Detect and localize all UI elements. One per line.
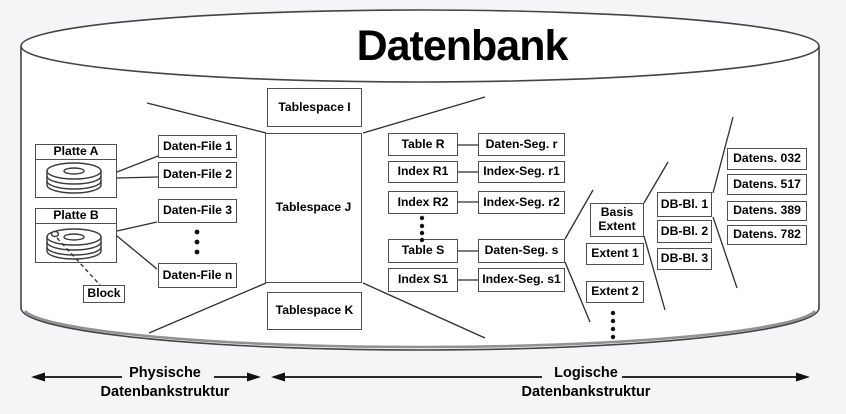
extent-1-box: Extent 1 — [586, 243, 644, 265]
daten-seg-s-box: Daten-Seg. s — [478, 239, 565, 263]
db-block-1-box: DB-Bl. 1 — [657, 192, 712, 217]
table-r-box: Table R — [388, 133, 458, 156]
disk-b-box: Platte B — [35, 208, 117, 263]
index-seg-s1-box: Index-Seg. s1 — [478, 268, 565, 292]
legend-physical: Physische Datenbankstruktur — [85, 364, 245, 402]
daten-file-2-box: Daten-File 2 — [158, 162, 237, 188]
record-517-box: Datens. 517 — [727, 174, 807, 195]
index-seg-r1-box: Index-Seg. r1 — [478, 161, 565, 183]
legend-logical-line2: Datenbankstruktur — [521, 384, 651, 400]
basis-extent-box: Basis Extent — [590, 203, 644, 237]
disk-b-label: Platte B — [36, 209, 116, 224]
daten-file-1-box: Daten-File 1 — [158, 135, 237, 158]
index-r1-box: Index R1 — [388, 161, 458, 183]
disk-a-box: Platte A — [35, 144, 117, 198]
db-block-2-box: DB-Bl. 2 — [657, 220, 712, 243]
tablespace-k-box: Tablespace K — [267, 292, 362, 330]
db-block-3-box: DB-Bl. 3 — [657, 248, 712, 270]
legend-logical-line1: Logische — [554, 365, 618, 381]
table-s-box: Table S — [388, 239, 458, 263]
legend-physical-line1: Physische — [129, 365, 201, 381]
legend-physical-line2: Datenbankstruktur — [100, 384, 230, 400]
record-032-box: Datens. 032 — [727, 148, 807, 170]
daten-file-3-box: Daten-File 3 — [158, 199, 237, 223]
record-782-box: Datens. 782 — [727, 225, 807, 245]
daten-file-n-box: Daten-File n — [158, 263, 237, 288]
index-seg-r2-box: Index-Seg. r2 — [478, 191, 565, 214]
record-389-box: Datens. 389 — [727, 201, 807, 221]
diagram-title: Datenbank — [356, 22, 569, 70]
index-r2-box: Index R2 — [388, 191, 458, 214]
disk-a-icon — [46, 162, 102, 194]
extent-2-box: Extent 2 — [586, 281, 644, 303]
disk-a-label: Platte A — [36, 145, 116, 160]
legend-logical: Logische Datenbankstruktur — [506, 364, 666, 402]
tablespace-j-box: Tablespace J — [265, 133, 362, 283]
cylinder-top — [20, 9, 820, 83]
tablespace-i-box: Tablespace I — [267, 88, 362, 127]
cylinder-bottom-shadow — [24, 310, 816, 349]
block-marker-dot — [50, 230, 60, 238]
daten-seg-r-box: Daten-Seg. r — [478, 133, 565, 156]
block-box: Block — [83, 285, 125, 303]
index-s1-box: Index S1 — [388, 268, 458, 292]
